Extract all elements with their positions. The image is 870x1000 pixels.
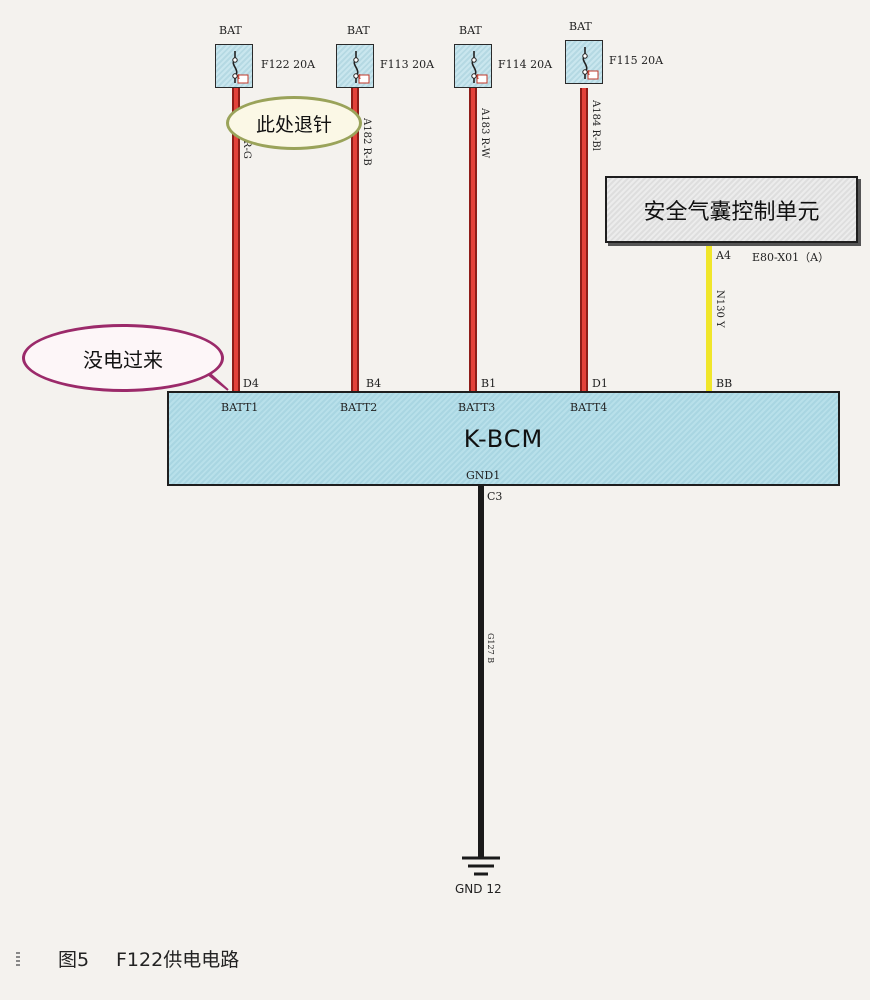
figure-number: 图5 <box>58 949 90 971</box>
wire-red-batt1 <box>232 88 240 392</box>
pin-label: B4 <box>366 377 382 390</box>
fuse-supply-label: BAT <box>459 24 482 37</box>
pin-label: D4 <box>243 377 259 390</box>
airbag-connector-label: E80-X01（A） <box>752 251 830 264</box>
fuse-supply-label: BAT <box>219 24 242 37</box>
wire-code-label: A184 R-Bl <box>590 100 601 151</box>
terminal-label: BATT2 <box>340 401 378 414</box>
callout-no-power: 没电过来 <box>22 324 224 392</box>
wire-code-label: R-G <box>241 140 252 159</box>
fuse-icon <box>454 44 492 88</box>
pin-label: BB <box>716 377 733 390</box>
fuse-mark: 1 <box>358 74 362 81</box>
wire-red-batt3 <box>469 88 477 392</box>
fuse-mark: 1 <box>237 74 241 81</box>
terminal-label: BATT4 <box>570 401 608 414</box>
caption-marker <box>16 950 20 966</box>
fuse-icon <box>565 40 603 84</box>
fuse-icon <box>336 44 374 88</box>
airbag-control-unit: 安全气囊控制单元 <box>605 176 858 243</box>
bcm-title: K-BCM <box>463 425 544 453</box>
ground-terminal-label: GND1 <box>466 469 501 482</box>
airbag-unit-title: 安全气囊控制单元 <box>643 199 820 225</box>
wire-red-batt2 <box>351 88 359 392</box>
ground-pin-label: C3 <box>487 490 503 503</box>
wire-code-label: N130 Y <box>714 290 725 328</box>
fuse-supply-label: BAT <box>569 20 592 33</box>
fuse-rating-label: F113 20A <box>380 58 435 71</box>
wire-code-label: A182 R-B <box>361 118 372 166</box>
ground-wire-code: G127 B <box>486 633 495 664</box>
fuse-mark: 1 <box>476 74 480 81</box>
fuse-mark: 1 <box>587 70 591 77</box>
terminal-label: BATT1 <box>221 401 259 414</box>
fuse-rating-label: F115 20A <box>609 54 664 67</box>
fuse-rating-label: F122 20A <box>261 58 316 71</box>
bcm-module: BATT1 BATT2 BATT3 BATT4 K-BCM GND1 <box>167 391 840 486</box>
wire-red-batt4 <box>580 88 588 392</box>
terminal-label: BATT3 <box>458 401 496 414</box>
fuse-supply-label: BAT <box>347 24 370 37</box>
wire-black-ground <box>478 486 484 858</box>
wire-code-label: A183 R-W <box>479 108 490 159</box>
callout-pin-removed: 此处退针 <box>226 96 362 150</box>
callout-text: 没电过来 <box>83 347 163 372</box>
pin-label: D1 <box>592 377 608 390</box>
callout-text: 此处退针 <box>255 113 332 136</box>
pin-label: B1 <box>481 377 497 390</box>
fuse-icon <box>215 44 253 88</box>
ground-symbol <box>462 856 500 876</box>
figure-title: F122供电电路 <box>116 949 240 971</box>
airbag-pin-label: A4 <box>716 249 731 262</box>
ground-label: GND 12 <box>455 882 502 896</box>
wire-yellow-airbag <box>706 243 712 392</box>
fuse-rating-label: F114 20A <box>498 58 553 71</box>
